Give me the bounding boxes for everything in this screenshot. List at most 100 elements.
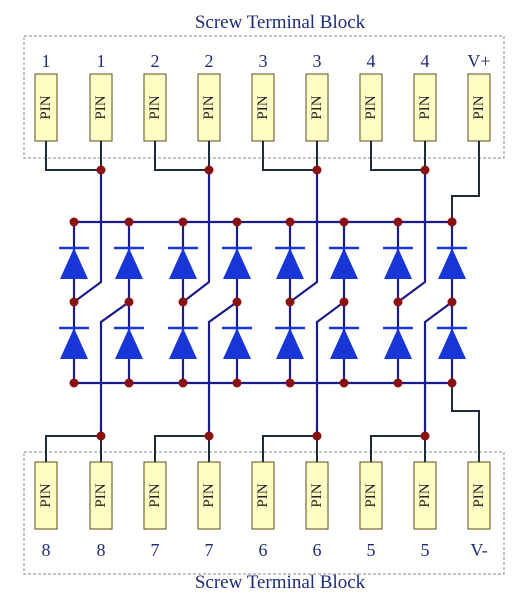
pin-label: PIN — [309, 483, 325, 507]
junction-dot-icon — [420, 165, 430, 175]
pin-label: PIN — [417, 95, 433, 119]
bottom-pin-number: 6 — [259, 540, 268, 560]
top-pin-number: 1 — [42, 51, 51, 71]
junction-dot-icon — [69, 378, 79, 388]
junction-dot-icon — [178, 378, 188, 388]
junction-dot-icon — [339, 297, 349, 307]
top-pin-number: 3 — [259, 51, 268, 71]
bottom-pin: PIN — [251, 461, 275, 530]
junction-dot-icon — [285, 297, 295, 307]
top-pin-number: 2 — [151, 51, 160, 71]
top-pin: PIN — [251, 73, 275, 142]
diode-icon — [59, 246, 89, 279]
bottom-pin-number: 5 — [367, 540, 376, 560]
junction-dot-icon — [339, 217, 349, 227]
pin-label: PIN — [147, 483, 163, 507]
pin-label: PIN — [363, 483, 379, 507]
junction-dot-icon — [312, 431, 322, 441]
pin-label: PIN — [201, 483, 217, 507]
bottom-pin-number: V- — [470, 540, 487, 560]
junction-dot-icon — [393, 217, 403, 227]
diode-body — [438, 328, 466, 359]
diode-icon — [275, 246, 305, 279]
junction-dot-icon — [232, 378, 242, 388]
diode-body — [115, 248, 143, 279]
diode-icon — [329, 246, 359, 279]
bottom-block-title: Screw Terminal Block — [195, 572, 366, 593]
pin-label: PIN — [471, 483, 487, 507]
junction-dot-icon — [178, 217, 188, 227]
bottom-pin: PIN — [197, 461, 221, 530]
top-pin-number: 3 — [313, 51, 322, 71]
pin-label: PIN — [309, 95, 325, 119]
bottom-pin-number: 8 — [42, 540, 51, 560]
junction-dot-icon — [96, 431, 106, 441]
diode-body — [60, 248, 88, 279]
top-pin-number: 4 — [421, 51, 430, 71]
top-pin-number: V+ — [467, 51, 490, 71]
junction-dot-icon — [96, 165, 106, 175]
junction-dot-icon — [124, 217, 134, 227]
diode-icon — [383, 246, 413, 279]
top-pin-pair-wire — [370, 141, 425, 171]
diode-body — [223, 328, 251, 359]
junction-dot-icon — [232, 217, 242, 227]
pin-label: PIN — [38, 95, 54, 119]
diode-body — [60, 328, 88, 359]
bottom-pin-number: 8 — [97, 540, 106, 560]
top-pin-number: 4 — [367, 51, 376, 71]
bottom-pin-number: 6 — [313, 540, 322, 560]
bottom-pin-pair-wire — [262, 435, 318, 462]
top-pin: PIN — [34, 73, 58, 142]
diode-icon — [437, 326, 467, 359]
bottom-pin-pair-wire — [154, 435, 210, 462]
junction-dot-icon — [312, 165, 322, 175]
vminus-wire — [451, 383, 480, 462]
bottom-pin: PIN — [413, 461, 437, 530]
diode-body — [330, 248, 358, 279]
signal-wire-lower — [207, 301, 238, 436]
pin-label: PIN — [255, 95, 271, 119]
top-pin: PIN — [197, 73, 221, 142]
junction-dot-icon — [447, 378, 457, 388]
top-pin-pair-wire — [262, 141, 317, 171]
junction-dot-icon — [393, 378, 403, 388]
pin-label: PIN — [93, 95, 109, 119]
signal-wire-lower — [99, 301, 130, 436]
diode-icon — [222, 326, 252, 359]
bottom-pin: PIN — [34, 461, 58, 530]
bottom-pin-number: 5 — [421, 540, 430, 560]
diode-icon — [222, 246, 252, 279]
diode-body — [276, 328, 304, 359]
pin-label: PIN — [147, 95, 163, 119]
junction-dot-icon — [124, 297, 134, 307]
junction-dot-icon — [204, 165, 214, 175]
signal-wire-upper — [397, 170, 427, 303]
diode-icon — [114, 246, 144, 279]
signal-wire-upper — [289, 170, 319, 303]
bottom-pin: PIN — [305, 461, 329, 530]
diode-body — [115, 328, 143, 359]
diode-body — [330, 328, 358, 359]
top-pin: PIN — [305, 73, 329, 142]
pin-label: PIN — [201, 95, 217, 119]
top-pin-number: 2 — [205, 51, 214, 71]
diode-icon — [168, 246, 198, 279]
pin-label: PIN — [363, 95, 379, 119]
top-pin: PIN — [467, 73, 491, 142]
diode-body — [169, 248, 197, 279]
top-pin-pair-wire — [45, 141, 101, 171]
junction-dot-icon — [178, 297, 188, 307]
signal-wire-lower — [423, 301, 453, 436]
vplus-wire — [451, 141, 480, 222]
diode-icon — [437, 246, 467, 279]
junction-dot-icon — [339, 378, 349, 388]
bottom-pin: PIN — [89, 461, 113, 530]
junction-dot-icon — [69, 297, 79, 307]
bottom-pin: PIN — [467, 461, 491, 530]
junction-dot-icon — [447, 217, 457, 227]
